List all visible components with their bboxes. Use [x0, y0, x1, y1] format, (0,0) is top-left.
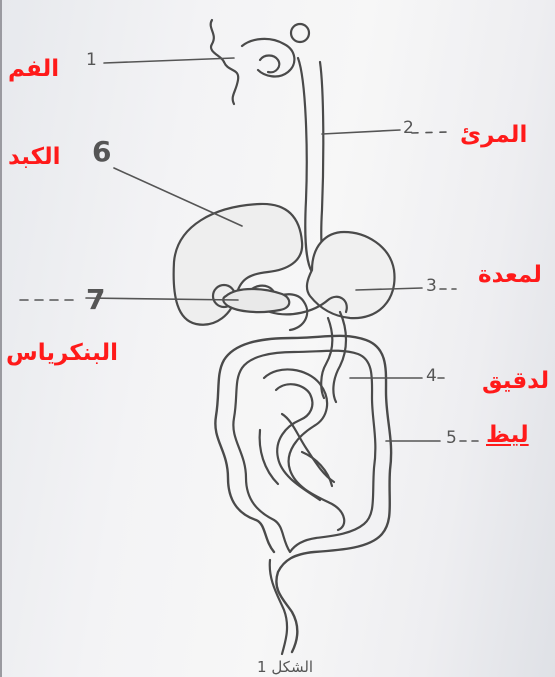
part-number-1: 1 — [86, 52, 97, 69]
small-intestine-tube — [333, 312, 346, 402]
part-number-7: 7 — [86, 286, 105, 314]
label-pancreas: البنكرياس — [6, 342, 118, 365]
part-number-6: 6 — [92, 138, 111, 166]
small-intestine-coils — [260, 369, 345, 530]
label-stomach: لمعدة — [478, 264, 542, 287]
label-large-intestine: ليظ — [486, 424, 529, 447]
label-mouth: الفم — [8, 58, 59, 81]
label-small-intestine: لدقيق — [482, 370, 549, 393]
mouth-drawing — [211, 20, 309, 104]
part-number-2: 2 — [403, 120, 414, 137]
figure-caption: الشكل 1 — [257, 658, 313, 676]
part-number-3: 3 — [426, 278, 437, 295]
part-number-4: 4 — [426, 368, 437, 385]
label-esophagus: المرئ — [460, 124, 527, 147]
part-number-5: 5 — [446, 430, 457, 447]
label-liver: الكبد — [8, 146, 61, 169]
large-intestine-drawing — [215, 336, 391, 652]
